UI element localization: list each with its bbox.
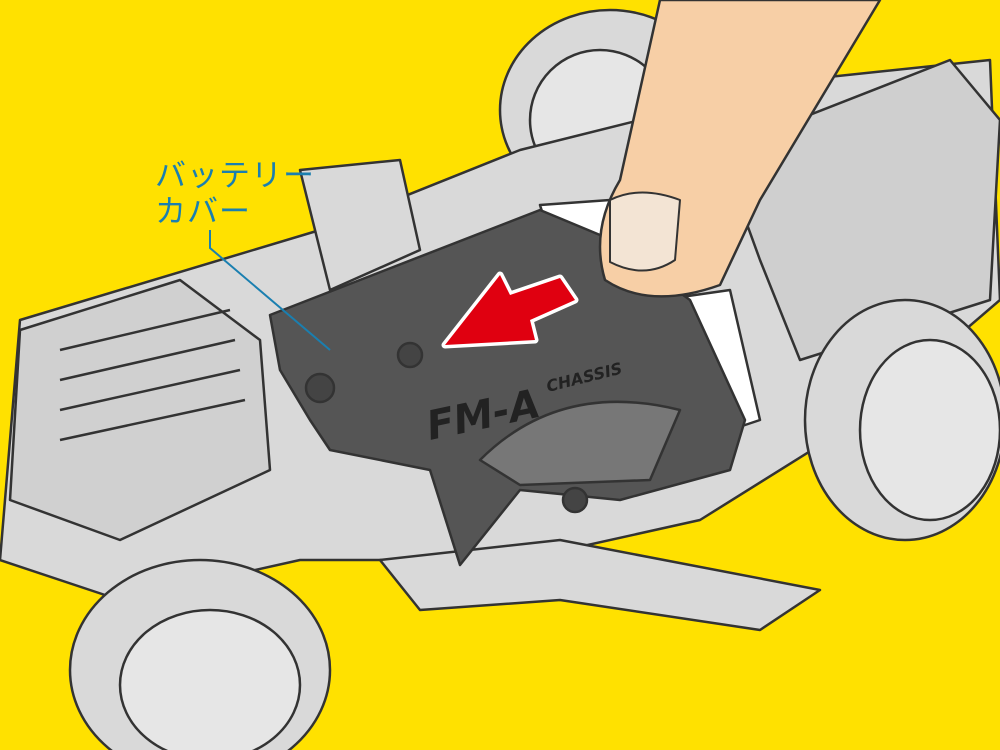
motor-unit bbox=[8, 278, 272, 542]
label-line-2: カバー bbox=[155, 194, 251, 230]
front-left-wheel bbox=[68, 558, 332, 750]
battery-cover-label: バッテリー カバー bbox=[155, 158, 315, 230]
front-right-wheel bbox=[803, 298, 1000, 542]
finger bbox=[598, 0, 882, 298]
label-line-1: バッテリー bbox=[155, 158, 315, 194]
front-arm bbox=[378, 538, 822, 632]
leader-line bbox=[209, 230, 331, 351]
red-arrow bbox=[441, 271, 579, 349]
front-left-arm bbox=[298, 158, 422, 292]
